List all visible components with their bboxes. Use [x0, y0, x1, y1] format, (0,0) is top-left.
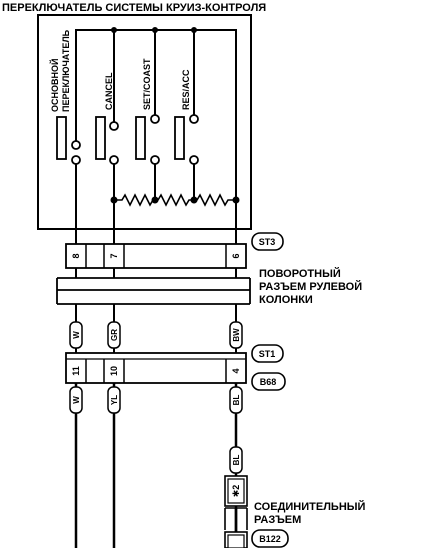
b68-tag-label: B68 — [260, 377, 277, 387]
switch-label-set-coast: SET/COAST — [142, 58, 152, 110]
st1-tag — [251, 344, 284, 363]
wire-color-w-lower: W — [72, 396, 81, 404]
junction-dot — [151, 196, 159, 204]
wire-color-bw: BW — [232, 328, 241, 342]
steering-label-line3: КОЛОНКИ — [259, 294, 313, 306]
joint-connector-label-line2: РАЗЪЕМ — [254, 514, 301, 526]
junction-dot — [232, 196, 240, 204]
b68-pin-4: 4 — [231, 368, 241, 373]
junction-dot — [190, 196, 198, 204]
res-switch-button — [174, 116, 185, 160]
cancel-contact-top — [109, 121, 119, 131]
st1-tag-label: ST1 — [259, 349, 276, 359]
diagram-title: ПЕРЕКЛЮЧАТЕЛЬ СИСТЕМЫ КРУИЗ-КОНТРОЛЯ — [2, 2, 266, 14]
cancel-contact-bottom — [109, 155, 119, 165]
wire-color-badge — [69, 321, 83, 349]
wire-color-yl: YL — [110, 395, 119, 405]
wire-color-badge — [107, 386, 121, 414]
st3-tag-label: ST3 — [259, 237, 276, 247]
wire-color-badge — [229, 321, 243, 349]
b68-pin-11: 11 — [71, 366, 81, 376]
wire-color-badge — [229, 446, 243, 474]
set-switch-button — [135, 116, 146, 160]
set-contact-top — [150, 114, 160, 124]
joint-connector-pin: ✱2 — [231, 485, 241, 498]
junction-dot — [111, 27, 117, 33]
connector-st3 — [65, 243, 247, 269]
wire-color-bl-2: BL — [232, 455, 241, 466]
wire-color-w: W — [72, 331, 81, 339]
switch-label-res-acc: RES/ACC — [181, 69, 191, 110]
main-contact-bottom — [71, 155, 81, 165]
res-contact-top — [189, 114, 199, 124]
wire-color-gr: GR — [110, 329, 119, 341]
switch-label-main-line2: ПЕРЕКЛЮЧАТЕЛЬ — [61, 29, 71, 112]
resistor-ladder — [114, 193, 236, 207]
junction-dot — [110, 196, 118, 204]
switch-housing — [37, 14, 252, 230]
st3-pin-6: 6 — [231, 253, 241, 258]
b68-tag — [251, 372, 286, 391]
b122-tag — [251, 529, 289, 548]
steering-label-line1: ПОВОРОТНЫЙ — [259, 267, 341, 280]
switch-label-main-line1: ОСНОВНОЙ — [49, 59, 60, 112]
connector-st1-b68 — [65, 352, 247, 384]
cancel-switch-button — [95, 116, 106, 160]
wire-color-badge — [69, 386, 83, 414]
st3-pin-8: 8 — [71, 253, 81, 258]
b68-pin-10: 10 — [109, 366, 119, 376]
wire-color-badge — [107, 321, 121, 349]
main-switch-button — [56, 116, 67, 160]
set-contact-bottom — [150, 155, 160, 165]
res-contact-bottom — [189, 155, 199, 165]
b122-tag-label: B122 — [259, 534, 281, 544]
junction-dot — [191, 27, 197, 33]
wire-color-badge — [229, 386, 243, 414]
switch-label-cancel: CANCEL — [104, 72, 114, 110]
steering-label-line2: РАЗЪЕМ РУЛЕВОЙ — [259, 280, 362, 293]
st3-tag — [251, 232, 284, 251]
main-contact-top — [71, 140, 81, 150]
joint-connector-label-line1: СОЕДИНИТЕЛЬНЫЙ — [254, 500, 366, 513]
st3-pin-7: 7 — [109, 253, 119, 258]
junction-dot — [152, 27, 158, 33]
steering-rotary-connector — [57, 278, 250, 304]
wire-color-bl: BL — [232, 395, 241, 406]
